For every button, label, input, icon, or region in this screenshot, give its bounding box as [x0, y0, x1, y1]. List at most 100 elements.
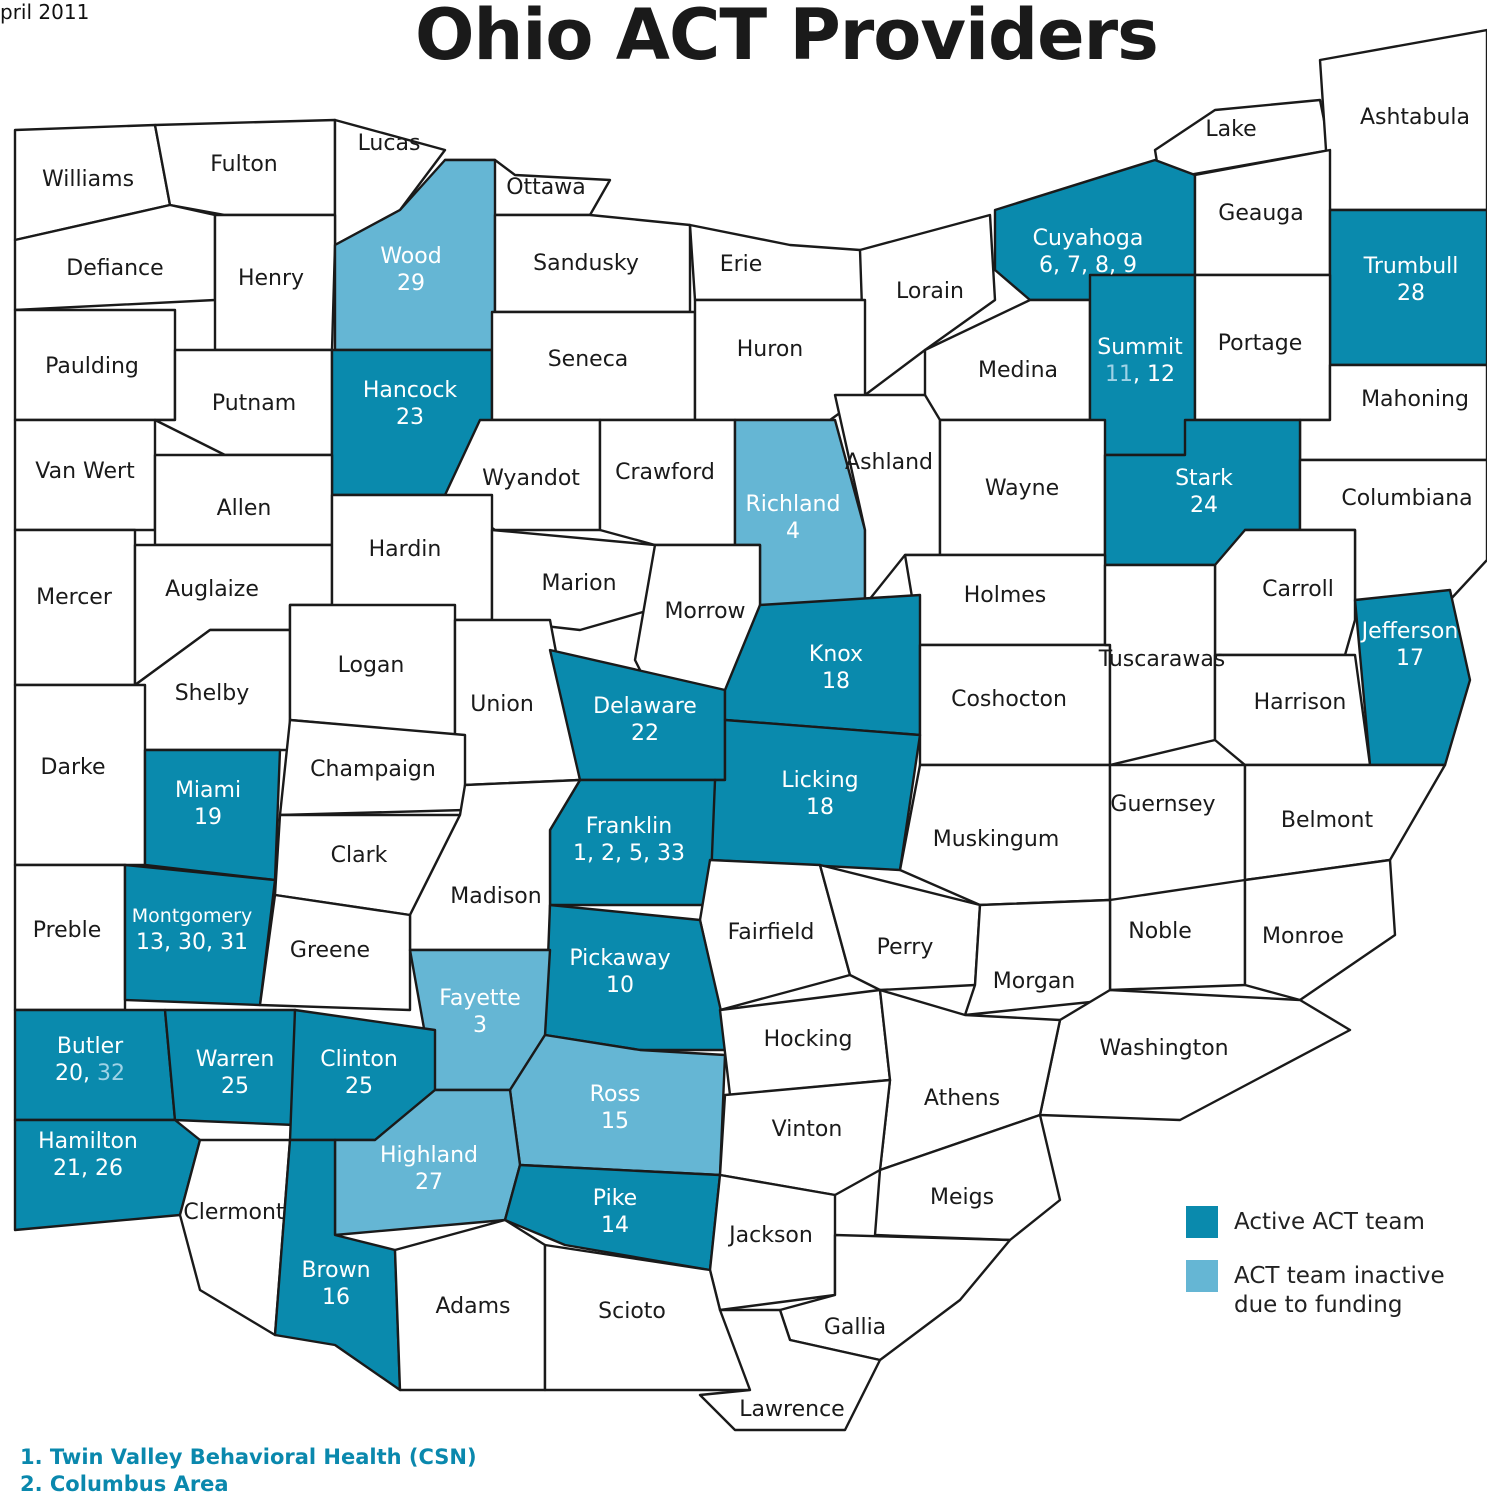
- provider-numbers-jefferson: 17: [1396, 646, 1424, 671]
- county-perry: [818, 863, 982, 992]
- county-label-adams: Adams: [435, 1294, 510, 1319]
- county-morgan: [963, 898, 1112, 1017]
- county-label-jackson: Jackson: [727, 1223, 813, 1248]
- county-label-morrow: Morrow: [664, 599, 745, 624]
- county-label-monroe: Monroe: [1262, 924, 1344, 949]
- county-label-meigs: Meigs: [930, 1185, 994, 1210]
- provider-number: 25: [345, 1074, 373, 1099]
- provider-numbers-richland: 4: [786, 519, 800, 544]
- provider-numbers-hamilton: 21, 26: [53, 1156, 123, 1181]
- county-label-logan: Logan: [338, 653, 405, 678]
- legend-label-active: Active ACT team: [1234, 1209, 1425, 1235]
- county-label-highland: Highland: [380, 1143, 478, 1168]
- county-label-lake: Lake: [1205, 117, 1256, 142]
- provider-number: 30: [178, 930, 206, 955]
- provider-numbers-knox: 18: [822, 669, 850, 694]
- provider-number: 21: [53, 1156, 81, 1181]
- county-label-ashtabula: Ashtabula: [1360, 105, 1470, 130]
- county-label-summit: Summit: [1097, 335, 1183, 360]
- provider-number: 9: [1123, 253, 1137, 278]
- provider-number: 27: [415, 1170, 443, 1195]
- provider-number: 2: [601, 841, 615, 866]
- county-label-coshocton: Coshocton: [951, 687, 1067, 712]
- county-label-muskingum: Muskingum: [933, 827, 1060, 852]
- county-label-guernsey: Guernsey: [1110, 792, 1215, 817]
- provider-number: 28: [1397, 281, 1425, 306]
- county-label-portage: Portage: [1218, 331, 1303, 356]
- county-label-pickaway: Pickaway: [569, 946, 670, 971]
- county-meigs: [873, 1113, 1062, 1242]
- provider-numbers-pickaway: 10: [606, 973, 634, 998]
- county-label-delaware: Delaware: [593, 694, 697, 719]
- county-label-madison: Madison: [450, 884, 541, 909]
- provider-number: 31: [220, 930, 248, 955]
- provider-numbers-butler: 20, 32: [55, 1061, 125, 1086]
- provider-number: 8: [1095, 253, 1109, 278]
- provider-number: 10: [606, 973, 634, 998]
- county-label-wayne: Wayne: [985, 476, 1059, 501]
- county-label-belmont: Belmont: [1281, 808, 1374, 833]
- county-label-lucas: Lucas: [358, 131, 421, 156]
- provider-number: 1: [573, 841, 587, 866]
- county-highland: [333, 1088, 522, 1237]
- county-label-montgomery: Montgomery: [132, 905, 252, 927]
- provider-item: 2. Columbus Area: [20, 1472, 229, 1496]
- county-label-auglaize: Auglaize: [165, 577, 259, 602]
- legend-label-inactive-line2: due to funding: [1234, 1292, 1403, 1318]
- provider-numbers-licking: 18: [806, 795, 834, 820]
- provider-number: 5: [629, 841, 643, 866]
- county-label-geauga: Geauga: [1218, 201, 1303, 226]
- provider-number: 18: [822, 669, 850, 694]
- county-label-darke: Darke: [41, 755, 106, 780]
- county-label-vinton: Vinton: [772, 1117, 843, 1142]
- county-label-licking: Licking: [781, 768, 858, 793]
- provider-number: 12: [1147, 362, 1175, 387]
- county-label-wyandot: Wyandot: [482, 466, 580, 491]
- county-henry: [213, 213, 337, 352]
- provider-number: 14: [601, 1213, 629, 1238]
- county-jackson: [708, 1173, 837, 1312]
- county-label-van-wert: Van Wert: [35, 459, 135, 484]
- provider-numbers-summit: 11, 12: [1105, 362, 1175, 387]
- county-label-hancock: Hancock: [363, 378, 458, 403]
- county-label-paulding: Paulding: [45, 354, 139, 379]
- provider-number: 24: [1190, 493, 1218, 518]
- provider-number: 13: [136, 930, 164, 955]
- provider-number: 7: [1067, 253, 1081, 278]
- provider-number: 26: [95, 1156, 123, 1181]
- provider-numbers-delaware: 22: [631, 721, 659, 746]
- provider-number: 19: [194, 805, 222, 830]
- county-label-medina: Medina: [978, 358, 1058, 383]
- county-vinton: [718, 1078, 892, 1197]
- counties-layer: [13, 28, 1487, 1432]
- county-lawrence: [698, 1308, 882, 1432]
- county-label-franklin: Franklin: [586, 814, 672, 839]
- county-label-butler: Butler: [57, 1034, 124, 1059]
- county-label-gallia: Gallia: [824, 1315, 886, 1340]
- provider-numbers-brown: 16: [322, 1285, 350, 1310]
- county-label-mahoning: Mahoning: [1361, 387, 1469, 412]
- provider-numbers-miami: 19: [194, 805, 222, 830]
- county-label-sandusky: Sandusky: [533, 251, 639, 276]
- county-label-athens: Athens: [924, 1086, 1000, 1111]
- county-label-ottawa: Ottawa: [506, 175, 586, 200]
- provider-number: 11: [1105, 362, 1133, 387]
- county-jefferson: [1353, 588, 1472, 767]
- county-label-mercer: Mercer: [36, 585, 113, 610]
- provider-number: 4: [786, 519, 800, 544]
- provider-numbers-ross: 15: [601, 1109, 629, 1134]
- county-label-putnam: Putnam: [212, 391, 296, 416]
- provider-number: 33: [657, 841, 685, 866]
- provider-number: 20: [55, 1061, 83, 1086]
- county-monroe: [1243, 858, 1397, 1002]
- county-label-brown: Brown: [301, 1258, 370, 1283]
- county-label-perry: Perry: [877, 935, 934, 960]
- provider-number: 25: [221, 1074, 249, 1099]
- county-label-hardin: Hardin: [369, 537, 442, 562]
- provider-number: 23: [396, 405, 424, 430]
- county-label-knox: Knox: [809, 642, 863, 667]
- county-erie: [688, 223, 867, 302]
- date-label: pril 2011: [0, 0, 90, 24]
- county-label-scioto: Scioto: [598, 1299, 666, 1324]
- provider-numbers-montgomery: 13, 30, 31: [136, 930, 248, 955]
